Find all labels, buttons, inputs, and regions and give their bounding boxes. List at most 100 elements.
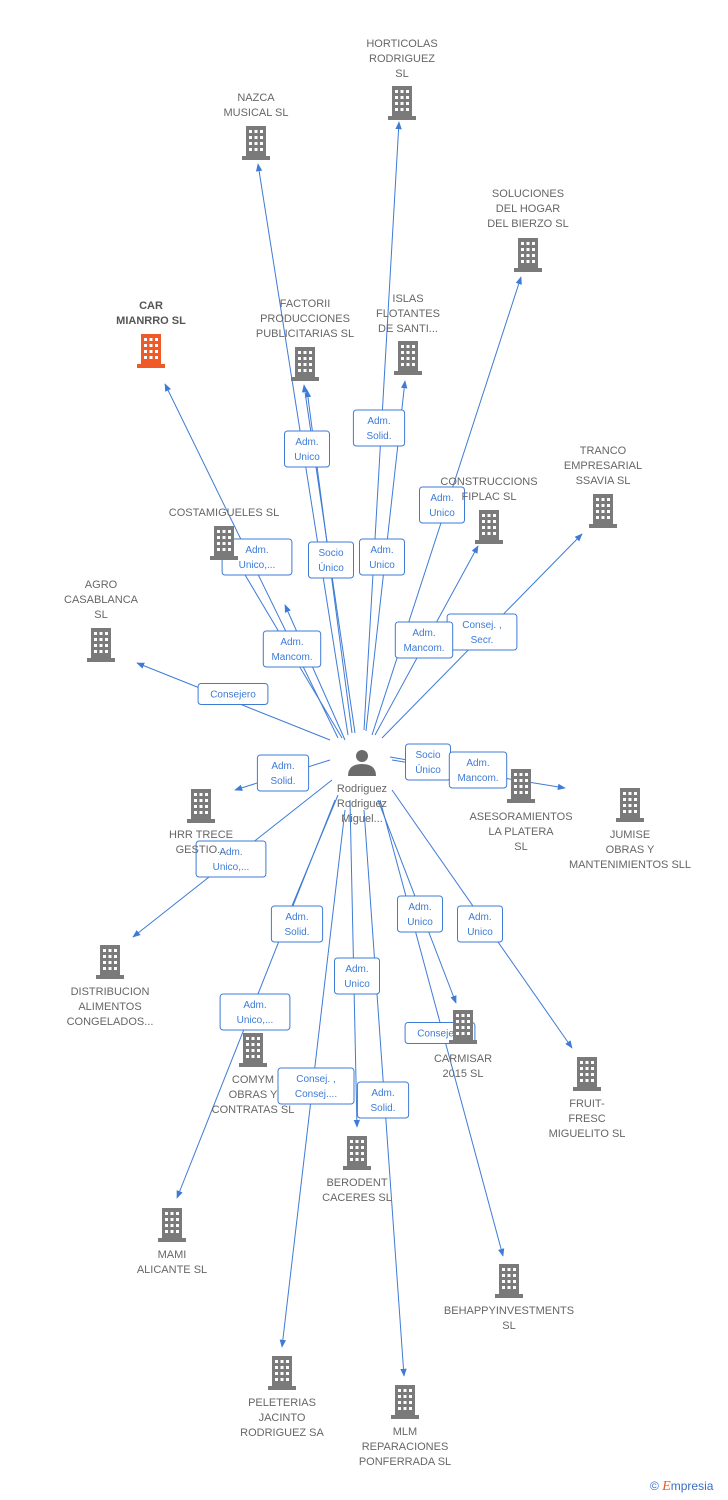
relation-box <box>195 840 267 878</box>
edge-to-costamigueles <box>284 604 346 741</box>
center-person[interactable]: RodriguezRodriguezMiguel... <box>337 750 387 825</box>
company-label: FRESC <box>568 1113 605 1125</box>
relation-label-factorii[interactable]: Adm.Unico <box>284 430 330 468</box>
relation-label-carmisar[interactable]: Adm.Unico <box>397 895 443 933</box>
relation-label-text: Adm. <box>245 545 268 556</box>
relation-label-islas[interactable]: Adm.Unico <box>359 538 405 576</box>
company-label: PRODUCCIONES <box>260 313 350 325</box>
relation-label-text: Adm. <box>468 912 491 923</box>
company-label: CASABLANCA <box>64 594 139 606</box>
relation-label-mlm[interactable]: Adm.Solid. <box>356 1081 410 1119</box>
relation-label-mami[interactable]: Adm.Unico,... <box>219 993 291 1031</box>
person-name-line: Rodriguez <box>337 798 387 810</box>
relation-box <box>308 541 354 579</box>
relation-label-text: Adm. <box>430 493 453 504</box>
relation-label-text: Adm. <box>243 1000 266 1011</box>
relation-label-distribucion[interactable]: Adm. Unico,... <box>195 840 267 878</box>
relation-label-text: Adm. <box>466 758 489 769</box>
relation-label-text: Mancom. <box>457 773 498 784</box>
company-label: FRUIT- <box>569 1098 605 1110</box>
relation-box <box>448 751 508 789</box>
relation-label-soluciones[interactable]: Adm.Unico <box>419 486 465 524</box>
relation-label-text: Adm. <box>412 628 435 639</box>
company-label: SL <box>514 841 527 853</box>
relation-box <box>394 621 454 659</box>
relation-box <box>457 905 503 943</box>
building-icon <box>158 1208 186 1242</box>
building-icon <box>616 788 644 822</box>
relation-label-text: Consejero <box>417 1029 463 1040</box>
building-icon <box>343 1136 371 1170</box>
relation-label-text: Unico <box>407 917 433 928</box>
company-label: DEL BIERZO SL <box>487 218 569 230</box>
relation-label-tranco[interactable]: Consej. ,Secr. <box>446 613 518 651</box>
building-icon <box>495 1264 523 1298</box>
relation-label-peleterias[interactable]: Consej. ,Consej.... <box>277 1067 355 1105</box>
company-label: SSAVIA SL <box>576 475 631 487</box>
company-node-distribucion[interactable]: DISTRIBUCIONALIMENTOSCONGELADOS... <box>67 945 154 1028</box>
relation-label-construccions[interactable]: Adm. Mancom. <box>394 621 454 659</box>
building-icon <box>475 510 503 544</box>
relation-label-text: Unico,... <box>213 862 250 873</box>
relation-box <box>284 430 330 468</box>
company-node-tranco[interactable]: TRANCO EMPRESARIAL SSAVIA SL <box>564 445 642 528</box>
relation-label-jumise[interactable]: Adm. Mancom. <box>448 751 508 789</box>
relation-label-agro[interactable]: Consejero <box>197 683 269 705</box>
relation-label-text: Unico <box>344 979 370 990</box>
company-node-costamigueles[interactable]: COSTAMIGUELES SL <box>169 507 279 560</box>
company-label: JACINTO <box>259 1412 306 1424</box>
company-label: SL <box>502 1320 515 1332</box>
person-name-line: Miguel... <box>341 813 383 825</box>
relation-label-text: Socio <box>415 750 440 761</box>
company-label: EMPRESARIAL <box>564 460 642 472</box>
company-label: MUSICAL SL <box>223 107 288 119</box>
relation-box <box>197 683 269 705</box>
relation-label-berodent[interactable]: Adm.Unico <box>334 957 380 995</box>
company-label: ISLAS <box>392 293 423 305</box>
relation-label-comym[interactable]: Adm.Solid. <box>270 905 324 943</box>
company-label: SL <box>94 609 107 621</box>
building-icon <box>507 769 535 803</box>
relation-box <box>262 630 322 668</box>
copyright-credit[interactable]: © Empresia <box>650 1479 713 1495</box>
relation-label-text: Adm. <box>371 1088 394 1099</box>
company-label: DE SANTI... <box>378 323 438 335</box>
relation-label-text: Adm. <box>219 847 242 858</box>
relation-label-text: Consej. , <box>296 1074 335 1085</box>
company-label: PUBLICITARIAS SL <box>256 328 354 340</box>
company-label: TRANCO <box>580 445 627 457</box>
company-label: BERODENT <box>326 1177 387 1189</box>
company-node-hrr[interactable]: HRR TRECEGESTIO... <box>169 789 233 856</box>
relation-label-text: Mancom. <box>403 643 444 654</box>
relation-label-costamigueles[interactable]: Adm.Mancom. <box>262 630 322 668</box>
building-icon <box>388 86 416 120</box>
relation-label-text: Solid. <box>284 927 309 938</box>
company-label: COMYM <box>232 1074 274 1086</box>
relation-label-fruit[interactable]: Adm.Unico <box>457 905 503 943</box>
relation-label-horticolas[interactable]: Adm.Solid. <box>352 409 406 447</box>
relation-labels-layer: Adm.Solid.Adm.UnicoAdm.UnicoAdm.UnicoCon… <box>195 409 518 1119</box>
relation-label-hrr[interactable]: Adm.Solid. <box>256 754 310 792</box>
relation-label-text: Adm. <box>271 761 294 772</box>
company-label: SL <box>395 68 408 80</box>
